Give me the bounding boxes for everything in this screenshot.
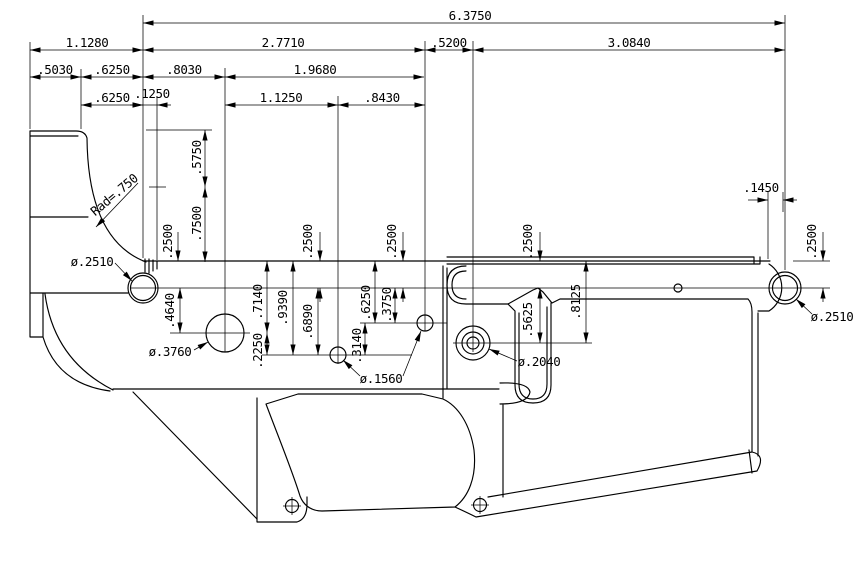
dimension-lines (30, 20, 826, 355)
leader-pivot-dia (114, 262, 133, 282)
leader-grip-dia (488, 348, 518, 362)
dia-pivot-label: ø.2510 (71, 254, 114, 269)
outline-rear-lug (454, 449, 762, 518)
dia-grip-label: ø.2040 (518, 354, 561, 369)
part-outline (29, 130, 802, 523)
outline-deck (112, 256, 771, 520)
dim-3750: .3750 (379, 287, 394, 323)
dim-2500-4: .2500 (520, 224, 535, 260)
dia-rear-label: ø.2510 (811, 309, 854, 324)
leader-small-dia-right (402, 330, 422, 377)
leader-lines (95, 182, 813, 377)
dim-145: .1450 (743, 180, 779, 195)
leader-radius (95, 182, 139, 228)
dim-2771: 2.7710 (262, 35, 305, 50)
outline-trigger-area (256, 393, 476, 523)
dim-1968: 1.9680 (294, 62, 337, 77)
dim-2500-5: .2500 (804, 224, 819, 260)
dim-625b: .6250 (94, 90, 130, 105)
dimension-labels: 6.3750 1.1280 2.7710 .5200 3.0840 .5030 … (37, 8, 854, 386)
dim-6890: .6890 (300, 304, 315, 340)
dia-small-label: ø.1560 (360, 371, 403, 386)
dim-9390: .9390 (275, 290, 290, 326)
dim-7500: .7500 (189, 206, 204, 242)
outline-tower-slot (442, 265, 552, 498)
dim-7140: .7140 (250, 284, 265, 320)
dia-large-label: ø.3760 (149, 344, 192, 359)
dim-8125: .8125 (568, 284, 583, 320)
dim-2500-3: .2500 (384, 224, 399, 260)
dim-503: .5030 (37, 62, 73, 77)
dim-3084: 3.0840 (608, 35, 651, 50)
radius-note: Rad=.750 (87, 170, 140, 218)
outline-buffer-channel (446, 263, 783, 457)
dim-1125: 1.1250 (260, 90, 303, 105)
dim-5750: .5750 (189, 140, 204, 176)
dim-1128: 1.1280 (66, 35, 109, 50)
dim-overall-length: 6.3750 (449, 8, 492, 23)
dim-3140: .3140 (349, 328, 364, 364)
leader-large-dia (193, 341, 209, 351)
dim-5625: .5625 (520, 302, 535, 338)
dim-625a: .6250 (94, 62, 130, 77)
dim-2250: .2250 (250, 333, 265, 369)
dim-125: .1250 (134, 86, 170, 101)
dim-2500-2: .2500 (300, 224, 315, 260)
leader-rear-dia (795, 298, 813, 315)
dim-520: .5200 (431, 35, 467, 50)
dim-803: .8030 (166, 62, 202, 77)
dim-4640: .4640 (162, 293, 177, 329)
leader-small-dia-left (342, 359, 361, 377)
dim-2500-1: .2500 (160, 224, 175, 260)
dim-6250v: .6250 (358, 285, 373, 321)
dim-843: .8430 (364, 90, 400, 105)
